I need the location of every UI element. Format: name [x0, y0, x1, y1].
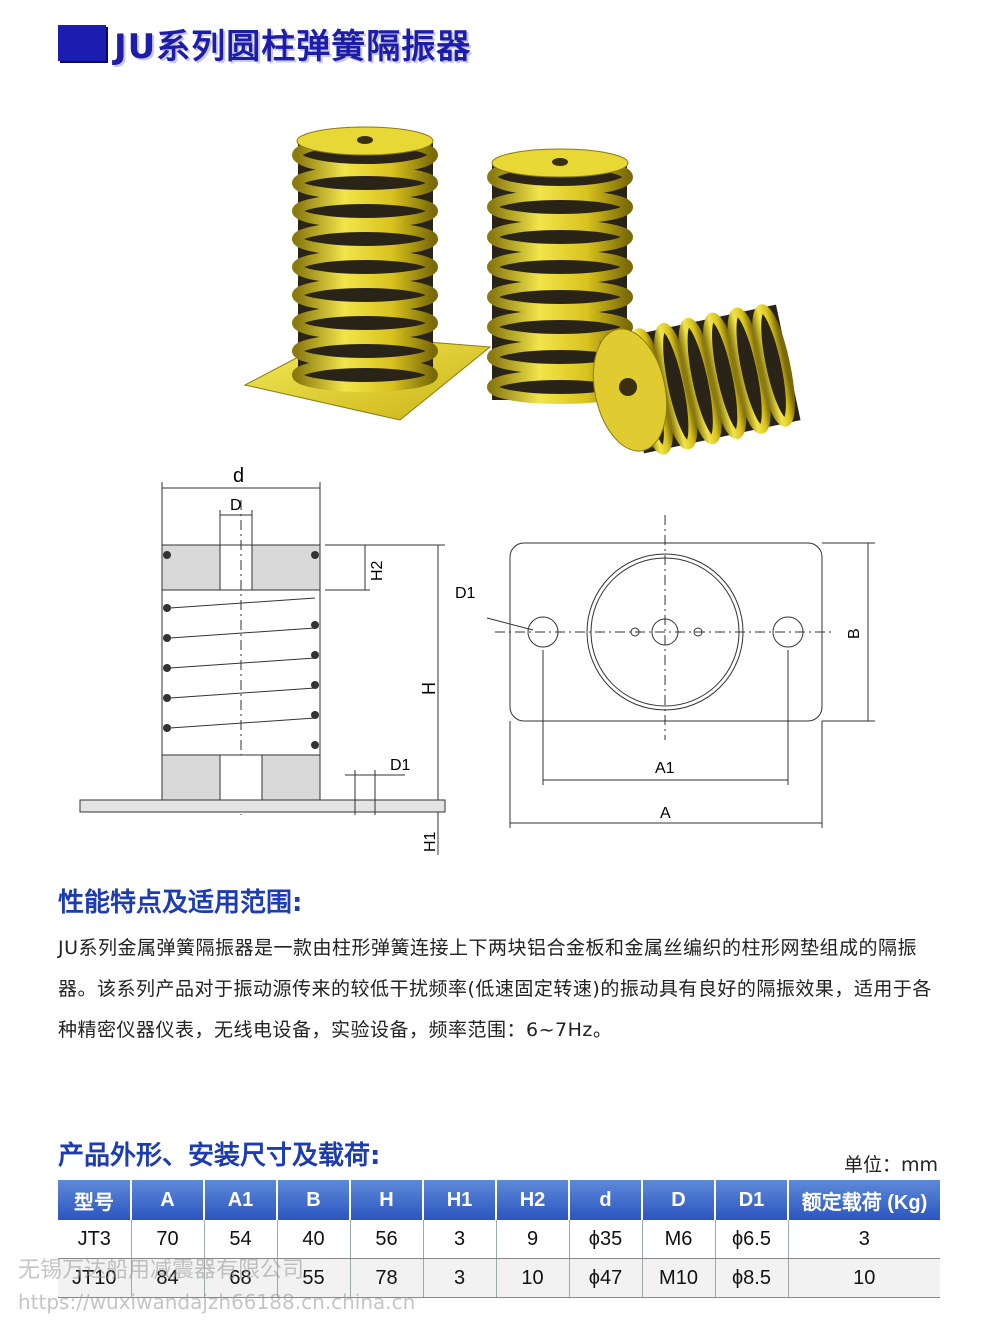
- label-H1: H1: [422, 831, 439, 852]
- table-cell: 40: [277, 1220, 351, 1259]
- side-section-drawing: d D H2 H H1 D1: [79, 465, 446, 855]
- specs-heading: 产品外形、安装尺寸及载荷:: [58, 1141, 381, 1171]
- table-cell: 10: [496, 1258, 570, 1298]
- page-title-bar: JU系列圆柱弹簧隔振器: [58, 18, 578, 68]
- table-cell: 68: [204, 1258, 278, 1298]
- label-A: A: [660, 805, 671, 822]
- label-D: D: [230, 497, 242, 514]
- table-header-row: 型号 A A1 B H H1 H2 d D D1 额定载荷 (Kg): [58, 1180, 940, 1220]
- table-header-cell: d: [569, 1180, 643, 1220]
- table-cell: ϕ47: [569, 1258, 643, 1298]
- table-header-cell: D: [642, 1180, 716, 1220]
- label-H: H: [419, 682, 439, 695]
- table-cell: JT10: [58, 1258, 132, 1298]
- table-cell: M10: [642, 1258, 716, 1298]
- table-cell: 55: [277, 1258, 351, 1298]
- table-header-cell: A1: [204, 1180, 278, 1220]
- label-d: d: [233, 465, 244, 487]
- table-cell: 78: [350, 1258, 424, 1298]
- table-cell: 3: [788, 1220, 940, 1259]
- table-cell: 10: [788, 1258, 940, 1298]
- features-paragraph: JU系列金属弹簧隔振器是一款由柱形弹簧连接上下两块铝合金板和金属丝编织的柱形网垫…: [58, 937, 932, 1041]
- table-cell: 3: [423, 1258, 497, 1298]
- table-cell: 54: [204, 1220, 278, 1259]
- table-cell: JT3: [58, 1220, 132, 1259]
- isolator-lying: [592, 304, 801, 455]
- table-cell: ϕ6.5: [715, 1220, 789, 1259]
- product-photo: [243, 126, 801, 455]
- table-header-cell: H1: [423, 1180, 497, 1220]
- page-title: JU系列圆柱弹簧隔振器: [114, 26, 472, 67]
- table-header-cell: A: [131, 1180, 205, 1220]
- table-header-cell: H: [350, 1180, 424, 1220]
- label-B: B: [846, 628, 863, 639]
- table-header-cell: 额定载荷 (Kg): [788, 1180, 940, 1220]
- isolator-left: [292, 126, 438, 392]
- table-header-cell: H2: [496, 1180, 570, 1220]
- table-cell: M6: [642, 1220, 716, 1259]
- label-D1-left: D1: [390, 757, 411, 774]
- label-D1-right: D1: [455, 585, 476, 602]
- table-cell: 56: [350, 1220, 424, 1259]
- table-header-cell: D1: [715, 1180, 789, 1220]
- features-heading: 性能特点及适用范围:: [58, 888, 303, 918]
- table-row: JT10 84 68 55 78 3 10 ϕ47 M10 ϕ8.5 10: [58, 1258, 940, 1298]
- unit-label: 单位：mm: [843, 1154, 938, 1176]
- table-cell: 84: [131, 1258, 205, 1298]
- table-cell: 3: [423, 1220, 497, 1259]
- label-A1: A1: [655, 760, 675, 777]
- table-header-cell: 型号: [58, 1180, 132, 1220]
- title-square-icon: [58, 25, 106, 61]
- top-plan-drawing: D1 A1 A B: [455, 515, 875, 828]
- label-H2: H2: [369, 560, 386, 581]
- table-row: JT3 70 54 40 56 3 9 ϕ35 M6 ϕ6.5 3: [58, 1220, 940, 1259]
- table-cell: ϕ35: [569, 1220, 643, 1259]
- table-cell: 70: [131, 1220, 205, 1259]
- table-header-cell: B: [277, 1180, 351, 1220]
- table-cell: ϕ8.5: [715, 1258, 789, 1298]
- table-cell: 9: [496, 1220, 570, 1259]
- spec-table: 型号 A A1 B H H1 H2 d D D1 额定载荷 (Kg) JT3 7…: [58, 1180, 940, 1298]
